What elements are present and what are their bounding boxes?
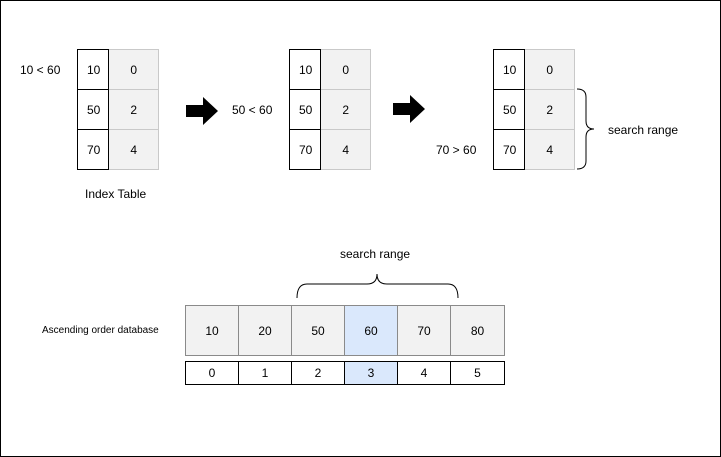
database-cell: 20 — [239, 306, 292, 355]
index-position: 4 — [108, 129, 159, 170]
database-position-cell: 5 — [451, 362, 504, 384]
index-position: 2 — [108, 89, 159, 130]
comparison-label-2: 50 < 60 — [232, 103, 273, 117]
index-key: 10 — [288, 49, 322, 90]
database-cell: 50 — [292, 306, 345, 355]
index-key: 10 — [492, 49, 526, 90]
top-brace-icon — [296, 273, 459, 299]
database-position-cell: 4 — [398, 362, 451, 384]
right-arrow-icon — [393, 95, 425, 123]
search-range-label-top: search range — [608, 123, 679, 137]
index-key: 70 — [288, 129, 322, 170]
right-arrow-icon — [186, 97, 218, 125]
index-key: 50 — [76, 89, 110, 130]
index-table-caption: Index Table — [85, 187, 147, 201]
database-position-cell: 1 — [239, 362, 292, 384]
index-position: 0 — [320, 49, 371, 90]
database-cell: 70 — [398, 306, 451, 355]
database-position-cell: 2 — [292, 362, 345, 384]
index-position: 4 — [524, 129, 575, 170]
database-cell: 10 — [186, 306, 239, 355]
database-label: Ascending order database — [42, 325, 159, 336]
database-cell: 60 — [345, 306, 398, 355]
comparison-label-1: 10 < 60 — [20, 63, 61, 77]
index-key: 70 — [492, 129, 526, 170]
index-position: 0 — [108, 49, 159, 90]
index-position: 4 — [320, 129, 371, 170]
search-range-label-bottom: search range — [340, 247, 411, 261]
database-position-cell: 3 — [345, 362, 398, 384]
right-brace-icon — [576, 88, 595, 170]
index-key: 10 — [76, 49, 110, 90]
index-position: 2 — [320, 89, 371, 130]
comparison-label-3: 70 > 60 — [436, 143, 477, 157]
index-key: 70 — [76, 129, 110, 170]
index-key: 50 — [492, 89, 526, 130]
database-position-cell: 0 — [186, 362, 239, 384]
database-cell: 80 — [451, 306, 504, 355]
index-key: 50 — [288, 89, 322, 130]
index-position: 2 — [524, 89, 575, 130]
